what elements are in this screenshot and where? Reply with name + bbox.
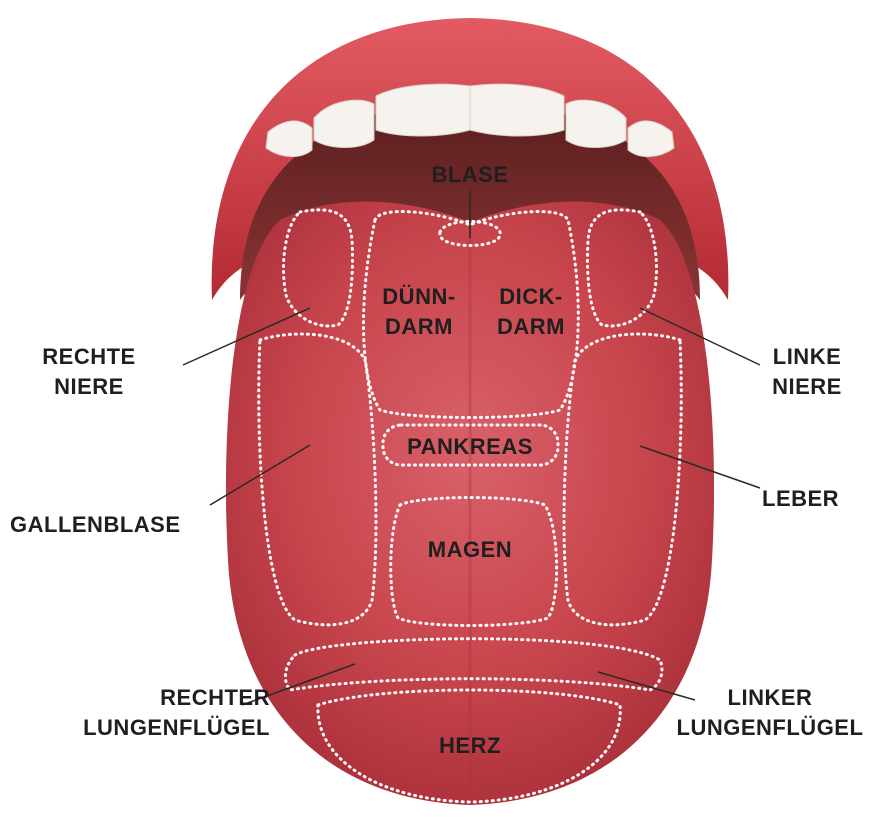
label-linker-lungenfluegel: LINKER LUNGENFLÜGEL [660,683,880,743]
label-dickdarm-line-1: DICK- [482,282,580,312]
label-magen: MAGEN [400,537,540,563]
label-linke-niere-line-2: NIERE [752,372,862,402]
label-dickdarm: DICK- DARM [482,282,580,342]
label-duenndarm-line-2: DARM [370,312,468,342]
label-duenndarm: DÜNN- DARM [370,282,468,342]
label-duenndarm-line-1: DÜNN- [370,282,468,312]
label-rechte-niere-line-1: RECHTE [14,342,164,372]
label-rechter-lungenfluegel-line-1: RECHTER [14,683,270,713]
label-rechter-lungenfluegel: RECHTER LUNGENFLÜGEL [14,683,270,743]
label-linke-niere-line-1: LINKE [752,342,862,372]
label-linker-lungenfluegel-line-2: LUNGENFLÜGEL [660,713,880,743]
label-gallenblase: GALLENBLASE [10,512,181,538]
label-leber: LEBER [762,486,839,512]
label-pankreas: PANKREAS [380,434,560,460]
label-rechte-niere-line-2: NIERE [14,372,164,402]
label-herz: HERZ [410,733,530,759]
label-linker-lungenfluegel-line-1: LINKER [660,683,880,713]
label-rechte-niere: RECHTE NIERE [14,342,164,402]
label-rechter-lungenfluegel-line-2: LUNGENFLÜGEL [14,713,270,743]
label-blase: BLASE [414,162,526,188]
label-linke-niere: LINKE NIERE [752,342,862,402]
label-dickdarm-line-2: DARM [482,312,580,342]
